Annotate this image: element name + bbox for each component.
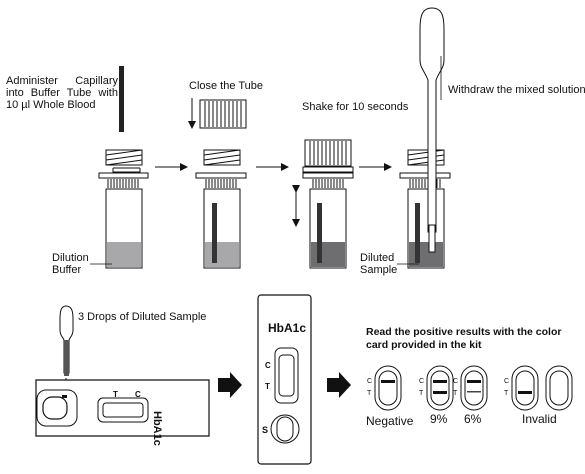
buffer-tube-4 [399,149,451,269]
invalid-label: Invalid [522,412,557,426]
result-9pct [426,365,454,411]
neg-c-label: C [367,378,373,385]
administer-line-1: Administer Capillary [6,75,118,87]
withdraw-label: Withdraw the mixed solution [448,84,585,96]
buffer-tube-1 [98,149,149,269]
neg-t-label: T [367,390,372,397]
cassette-t-label: T [113,390,118,399]
big-cassette-s: S [262,425,269,435]
transfer-dropper [419,7,445,253]
pct9-label: 9% [430,412,448,426]
result-invalid-1 [511,365,539,411]
result-negative [374,365,402,411]
cassette-c-label: C [135,390,141,399]
diluted-sample-line-2: Sample [360,264,398,276]
result-6pct [460,365,488,411]
negative-label: Negative [366,414,414,428]
result-invalid-2 [545,365,573,411]
administer-label: Administer Capillary into Buffer Tube wi… [6,75,118,111]
drops-label: 3 Drops of Diluted Sample [78,311,207,323]
inv-c-label: C [504,378,510,385]
dilution-buffer-label: Dilution Buffer [52,252,89,276]
results-title: Read the positive results with the color… [366,326,561,352]
dilution-buffer-line-2: Buffer [52,264,82,276]
sample-dropper [59,305,74,388]
dilution-buffer-line-1: Dilution [52,252,89,264]
shake-label: Shake for 10 seconds [302,101,409,113]
cassette-detail [257,294,312,465]
buffer-tube-3 [302,139,354,269]
p9-c-label: C [419,378,425,385]
diluted-sample-label: Diluted Sample [360,252,397,276]
big-cassette-c: C [265,361,271,370]
big-arrow-2 [327,372,351,398]
administer-line-2: into Buffer Tube with [6,87,118,99]
test-cassette [35,379,210,437]
p6-t-label: T [453,390,458,397]
results-title-line-2: card provided in the kit [366,339,482,351]
p6-c-label: C [453,378,459,385]
administer-line-3: 10 µl Whole Blood [6,99,96,111]
tube-cap [199,99,247,129]
p9-t-label: T [419,390,424,397]
pct6-label: 6% [464,412,482,426]
big-cassette-title: HbA1c [268,321,307,335]
diluted-sample-line-1: Diluted [360,252,395,264]
big-cassette-t: T [265,382,270,391]
big-arrow-1 [218,372,242,398]
inv-t-label: T [504,390,509,397]
buffer-tube-2 [195,149,247,269]
close-tube-label: Close the Tube [189,80,263,92]
results-title-line-1: Read the positive results with the color [366,326,562,338]
cassette-name: HbA1c [151,411,163,446]
capillary-tube [119,66,124,132]
